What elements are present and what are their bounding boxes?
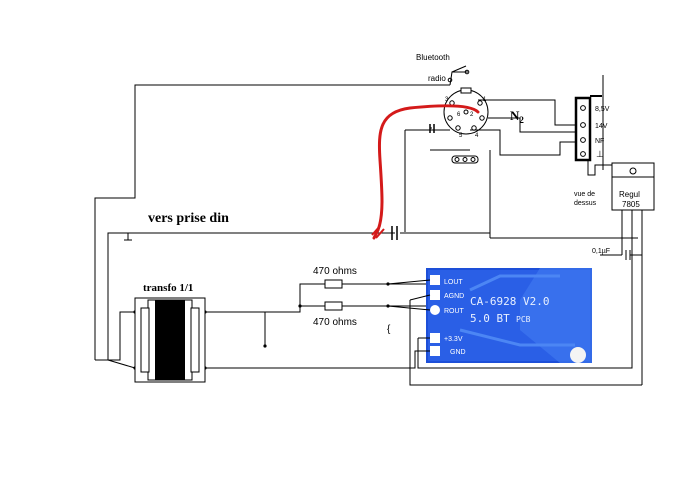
module-wires — [387, 279, 431, 369]
wire-break-mark: { — [387, 324, 391, 335]
label-vers-prise-din: vers prise din — [148, 211, 229, 226]
din-ground-capacitor — [429, 124, 435, 133]
pin-label-nf: NF — [595, 138, 604, 145]
svg-text:N2: N2 — [510, 108, 524, 125]
din-pin-5: 5 — [459, 133, 463, 139]
label-regul: Regul — [619, 190, 640, 199]
module-version: 5.0 BT — [470, 312, 510, 325]
label-n2-sub: 2 — [519, 115, 524, 125]
pin-label-85v: 8,5V — [595, 106, 610, 113]
red-wire — [372, 104, 480, 240]
din-socket: 3 6 1 5 4 2 N2 — [443, 87, 524, 164]
module-model: CA-6928 V2.0 — [470, 295, 549, 308]
pin-label-gnd: ⊥ — [596, 149, 604, 159]
terminal-connector: 8,5V 14V NF ⊥ — [574, 95, 610, 162]
red-wire-end — [371, 225, 385, 239]
din-pin-4: 4 — [475, 133, 479, 139]
label-capacitor: 0,1µF — [592, 248, 610, 255]
din-pin-1: 1 — [483, 97, 487, 103]
bluetooth-module: LOUT AGND ROUT +3.3V GND CA-6928 V2.0 5.… — [426, 268, 592, 363]
din-pin-3: 3 — [445, 97, 449, 103]
selector-switch: Bluetooth radio — [416, 53, 470, 83]
label-n2: N — [510, 108, 520, 123]
module-pin-agnd: AGND — [444, 293, 464, 300]
resistor-top: 470 ohms — [313, 266, 357, 289]
label-transfo: transfo 1/1 — [143, 282, 193, 294]
label-bluetooth: Bluetooth — [416, 53, 450, 62]
resistor-bottom: 470 ohms — [313, 301, 357, 328]
regulator-7805: Regul 7805 vue de dessus 0,1µF — [574, 162, 655, 255]
module-pin-3v3: +3.3V — [444, 336, 463, 343]
module-pcb: PCB — [516, 315, 531, 324]
din-pin-2: 2 — [470, 112, 474, 118]
coupling-capacitor — [391, 226, 398, 240]
module-pin-lout: LOUT — [444, 279, 463, 286]
label-vue-de: vue de — [574, 191, 595, 198]
label-7805: 7805 — [622, 200, 640, 209]
label-radio: radio — [428, 74, 446, 83]
wiring — [94, 71, 643, 386]
module-pin-rout: ROUT — [444, 308, 465, 315]
module-pin-gnd: GND — [450, 349, 466, 356]
label-resistor-bottom: 470 ohms — [313, 317, 357, 328]
label-resistor-top: 470 ohms — [313, 266, 357, 277]
pin-label-14v: 14V — [595, 123, 608, 130]
label-dessus: dessus — [574, 200, 597, 207]
din-pin-6: 6 — [457, 112, 461, 118]
transformer: transfo 1/1 — [134, 282, 206, 383]
